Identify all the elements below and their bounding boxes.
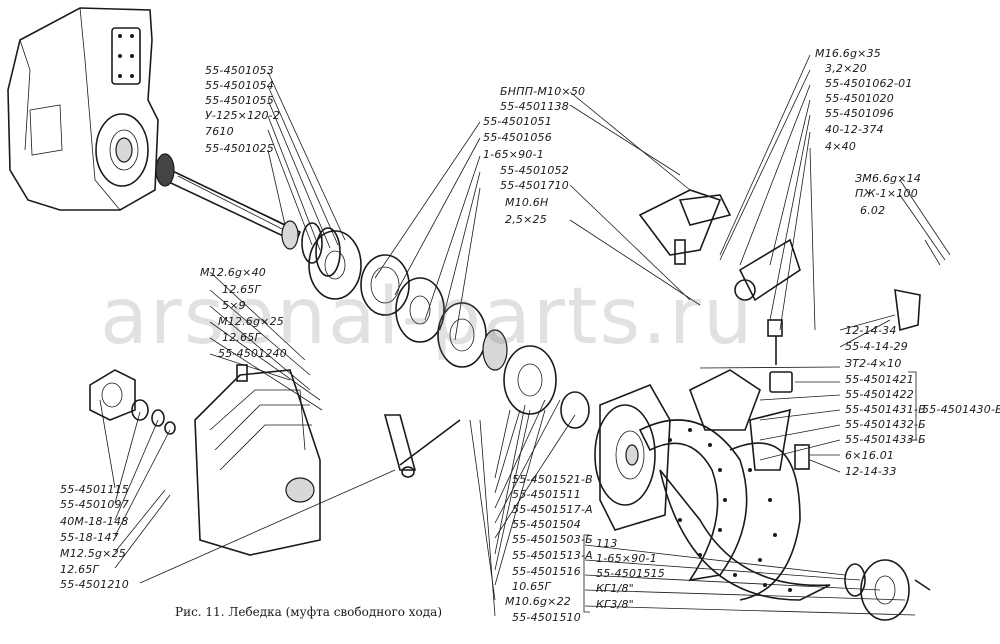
part-label: 55-4501503-Б: [512, 533, 593, 546]
part-label: БНПП-М10×50: [500, 85, 586, 98]
part-label: 4×40: [825, 140, 857, 153]
part-label: 55-4501421: [845, 373, 914, 386]
output-flange: [844, 559, 931, 621]
part-label: 55-18-147: [60, 531, 119, 544]
part-label: М12.6g×25: [218, 315, 284, 328]
brake-bands: [638, 419, 831, 601]
leader-lines: [99, 54, 951, 617]
part-label: 12.65Г: [60, 563, 99, 576]
part-label: 55-4501710: [500, 179, 569, 192]
part-label: 55-4501020: [825, 92, 894, 105]
part-label: 55-4501515: [596, 567, 665, 580]
label-brackets: [583, 371, 917, 613]
gearbox-housing: [7, 7, 159, 211]
part-label: 55-4501517-А: [512, 503, 593, 516]
part-label: 55-4501433-Б: [845, 433, 926, 446]
part-label: 55-4501115: [60, 483, 129, 496]
part-label: 1-65×90-1: [483, 148, 544, 161]
part-label: ЗМ6.6g×14: [855, 172, 922, 185]
part-label: 55-4501513-А: [512, 549, 593, 562]
part-label: 55-4501051: [483, 115, 552, 128]
guard-housing: [194, 364, 321, 556]
part-label: 40-12-374: [825, 123, 884, 136]
part-label: 55-4501516: [512, 565, 581, 578]
part-label: М10.6g×22: [505, 595, 571, 608]
brake-lever: [688, 369, 810, 471]
part-label: 55-4501511: [512, 488, 581, 501]
part-label: 55-4501430-В: [922, 403, 1000, 416]
part-label: 55-4501431-В: [845, 403, 926, 416]
part-label: 55-4501053: [205, 64, 274, 77]
part-label: 12.65Г: [222, 283, 261, 296]
side-flange: [89, 369, 176, 435]
part-label: 5×9: [222, 299, 246, 312]
part-label: 55-4501504: [512, 518, 581, 531]
part-label: 55-4501210: [60, 578, 129, 591]
part-label: 55-4501240: [218, 347, 287, 360]
part-label: М12.5g×25: [60, 547, 126, 560]
part-label: 113: [596, 537, 618, 550]
part-label: ПЖ-1×100: [855, 187, 918, 200]
part-label: 55-4501055: [205, 94, 274, 107]
part-label: 55-4501097: [60, 498, 129, 511]
part-label: 6×16.01: [845, 449, 895, 462]
part-label: 55-4501138: [500, 100, 569, 113]
part-label: М10.6Н: [505, 196, 549, 209]
part-label: 40М-18-148: [60, 515, 129, 528]
clutch-drum: [594, 383, 671, 531]
part-label: М12.6g×40: [200, 266, 266, 279]
part-label: 55-4501056: [483, 131, 552, 144]
part-label: 2,5×25: [505, 213, 547, 226]
part-label: М16.6g×35: [815, 47, 881, 60]
part-label: 55-4501062-01: [825, 77, 913, 90]
figure-caption: Рис. 11. Лебедка (муфта свободного хода): [175, 605, 442, 619]
flange-stack: [308, 230, 590, 429]
part-label: 55-4501432-Б: [845, 418, 926, 431]
main-shaft: [154, 153, 341, 277]
part-label: КГ1/8": [596, 582, 634, 595]
part-label: 12-14-33: [845, 465, 897, 478]
part-label: 55-4-14-29: [845, 340, 908, 353]
part-label: 1-65×90-1: [596, 552, 657, 565]
part-label: КГ3/8": [596, 598, 634, 611]
long-lever: [383, 414, 461, 478]
part-label: 6.02: [860, 204, 886, 217]
part-label: 12-14-34: [845, 324, 897, 337]
part-label: 55-4501422: [845, 388, 914, 401]
part-label: 12.65Г: [222, 331, 261, 344]
part-label: 55-4501054: [205, 79, 274, 92]
part-label: 55-4501521-В: [512, 473, 593, 486]
part-label: 55-4501096: [825, 107, 894, 120]
part-label: 7610: [205, 125, 234, 138]
part-label: 55-4501052: [500, 164, 569, 177]
part-label: 55-4501025: [205, 142, 274, 155]
part-label: 55-4501510: [512, 611, 581, 624]
part-label: У-125×120-2: [205, 109, 281, 122]
part-label: ЗТ2-4×10: [845, 357, 902, 370]
part-label: 10.65Г: [512, 580, 551, 593]
part-label: 3,2×20: [825, 62, 867, 75]
